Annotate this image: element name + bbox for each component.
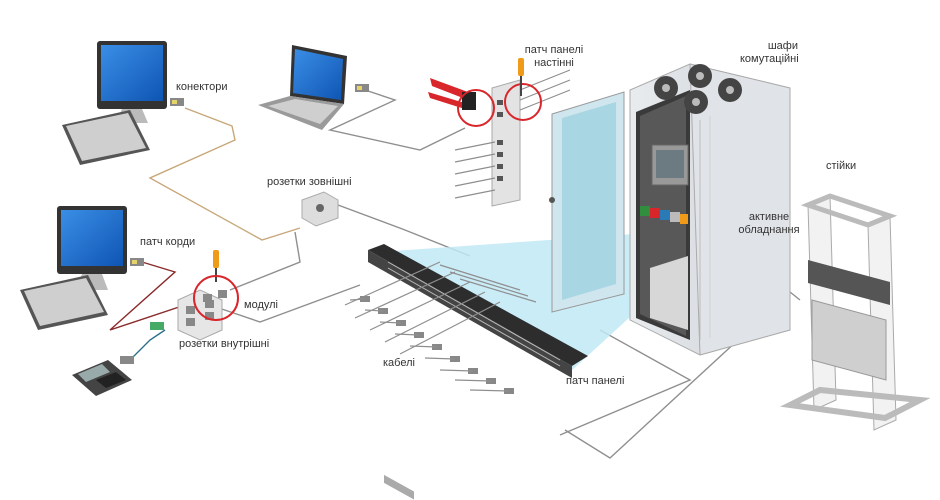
- label-cabinets-line1: шафи: [767, 40, 798, 52]
- label-cables: кабелі: [383, 357, 415, 369]
- label-cabinets: шафи комутаційні: [740, 40, 799, 66]
- label-active-line2: обладнання: [738, 224, 800, 236]
- label-patch-panels-wall: патч панелі настінні: [522, 44, 586, 70]
- cable-pc1: [148, 107, 301, 241]
- label-connectors: конектори: [176, 81, 228, 93]
- label-cabinets-line2: комутаційні: [740, 53, 799, 65]
- desktop-computer-icon: [62, 41, 167, 165]
- label-patch-panels: патч панелі: [566, 375, 625, 387]
- cable-laptop: [327, 89, 466, 151]
- label-outlets-external: розетки зовнішні: [267, 176, 352, 188]
- crimp-tool-icon: [428, 78, 476, 110]
- cable-cab: [559, 329, 692, 436]
- cable-rack: [564, 291, 801, 459]
- ip-phone-icon: [72, 360, 132, 396]
- laptop-icon: [258, 45, 347, 130]
- cable-phone: [127, 329, 166, 363]
- cable-pc2: [109, 261, 201, 331]
- label-patch-panels-wall-line1: патч панелі: [524, 44, 584, 56]
- rj45-connector-icon: [120, 84, 369, 364]
- cables: [109, 89, 801, 459]
- server-cabinet-icon: [549, 63, 791, 356]
- open-rack-icon: [779, 193, 931, 431]
- modules-highlight: [193, 250, 239, 321]
- label-racks: стійки: [826, 160, 857, 172]
- label-patch-cords: патч корди: [140, 236, 196, 248]
- label-outlets-internal: розетки внутрішні: [179, 338, 270, 350]
- desktop-computer-icon: [20, 206, 127, 330]
- wall-outlet-icon: [301, 191, 339, 227]
- screwdriver-icon: [213, 250, 219, 268]
- label-active-equipment: активне обладнання: [733, 211, 805, 237]
- wall-patch-panel: [428, 58, 571, 207]
- label-patch-panels-wall-line2: настінні: [534, 57, 574, 69]
- label-active-line1: активне: [748, 211, 790, 223]
- label-modules: модулі: [244, 299, 278, 311]
- screwdriver-icon: [518, 58, 524, 76]
- wall-outlet-icon: [177, 289, 223, 341]
- cable-module-ext: [229, 231, 301, 291]
- cable-inner: [209, 284, 361, 323]
